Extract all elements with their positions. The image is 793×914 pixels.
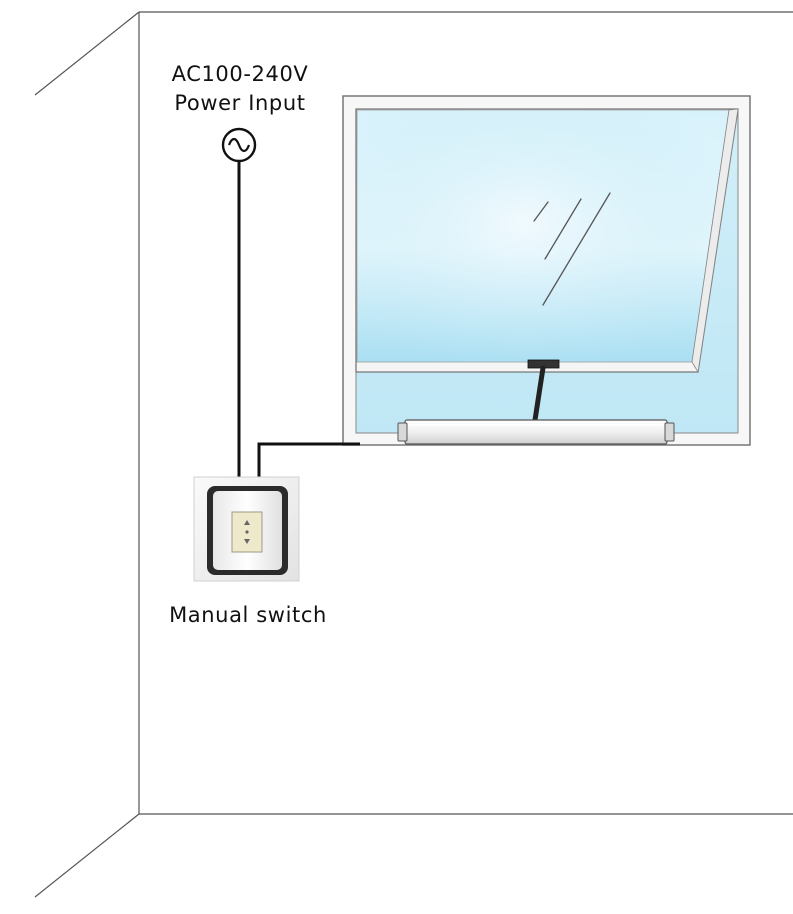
power-source: [221, 127, 257, 163]
power-input-label: AC100-240V Power Input: [160, 60, 320, 118]
window: [342, 95, 751, 446]
ac-sine-wave: [227, 137, 251, 153]
glass-reflection: [533, 192, 611, 306]
power-voltage-text: AC100-240V: [171, 62, 309, 86]
wiring: [237, 161, 360, 478]
reflection-line-2: [544, 198, 582, 260]
down-arrow: [244, 539, 250, 544]
reflection-line-1: [533, 201, 549, 222]
power-input-text: Power Input: [174, 91, 306, 115]
actuator-body: [404, 419, 668, 445]
up-arrow: [244, 520, 250, 525]
window-sash-glass-glow: [357, 110, 729, 362]
chain-actuator: [397, 419, 675, 445]
window-sash-side: [691, 108, 739, 374]
room-walls: [34, 11, 793, 898]
manual-switch: [193, 476, 300, 582]
up-down-arrows-icon: [244, 520, 250, 544]
center-dot: [245, 530, 249, 534]
floor-perspective-line: [34, 813, 140, 898]
ceiling-perspective-line: [34, 11, 140, 96]
actuator-chain-arm: [532, 365, 546, 423]
manual-switch-label: Manual switch: [169, 603, 327, 627]
reflection-line-3: [542, 192, 611, 306]
actuator-left-cap: [397, 422, 408, 442]
actuator-right-cap: [664, 422, 675, 442]
actuator-wire: [257, 442, 360, 478]
